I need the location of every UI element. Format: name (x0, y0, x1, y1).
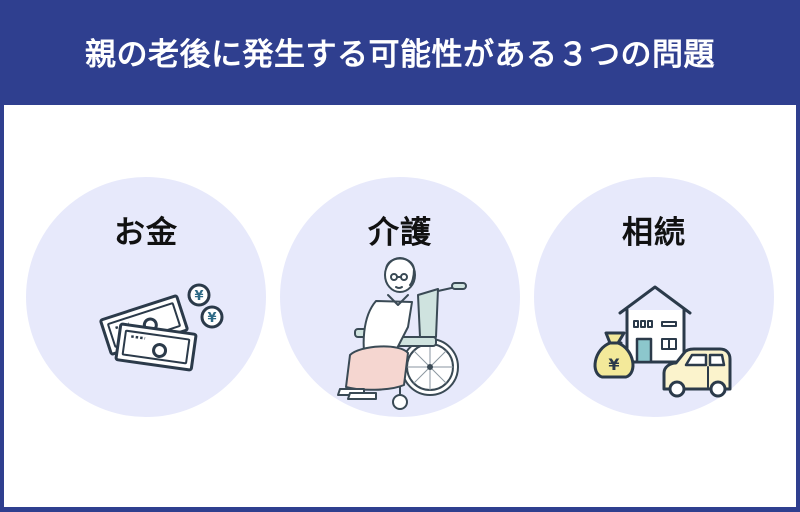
topic-card-money: お金 (26, 177, 266, 417)
page-title: 親の老後に発生する可能性がある３つの問題 (85, 37, 715, 73)
topic-label-money: お金 (114, 215, 178, 251)
svg-text:¥: ¥ (207, 311, 216, 326)
topic-card-inheritance: 相続 (534, 177, 774, 417)
wheelchair-elderly-icon (337, 257, 467, 410)
topic-card-care: 介護 (280, 177, 520, 417)
svg-text:¥: ¥ (194, 289, 203, 304)
content-panel: お金 (4, 105, 796, 507)
topic-label-care: 介護 (368, 215, 432, 251)
svg-text:¥: ¥ (608, 355, 619, 374)
money-icon: ¥ ¥ (99, 283, 224, 372)
inheritance-house-car-icon: ¥ (593, 285, 732, 398)
topic-label-inheritance: 相続 (622, 215, 686, 251)
header-banner: 親の老後に発生する可能性がある３つの問題 (0, 0, 800, 105)
